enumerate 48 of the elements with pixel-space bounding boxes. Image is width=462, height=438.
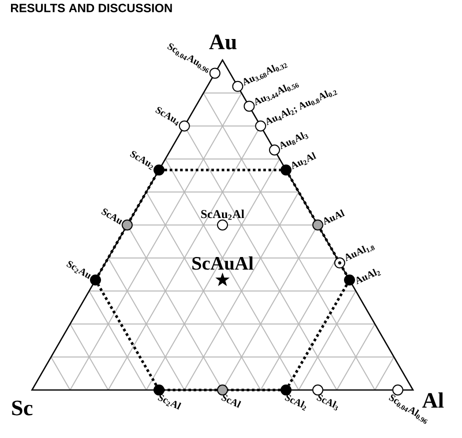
data-point [122,220,133,230]
dotted-line [97,229,126,276]
point-label: Au$_{2}$Al [292,152,316,170]
data-point [154,384,164,396]
point-label: Sc$_{2}$Au [66,260,91,279]
corner-label: Al [422,392,444,408]
data-point [280,384,292,396]
dotted-line [288,174,316,221]
point-label: ScAl$_{2}$ [284,394,306,411]
star-marker [215,272,230,286]
data-point [392,384,404,396]
point-label: Sc$_{0.04}$Au$_{0.96}$ [167,43,210,73]
point-label: Au$_{8}$Al$_{3}$ [280,132,308,150]
corner-label: Au [209,34,236,50]
data-point [217,384,228,396]
point-label: ScAl$_{3}$ [316,394,338,410]
dotted-line [164,388,217,392]
point-label: AuAl [324,209,345,225]
data-point [269,144,280,156]
point-label: ScAl [221,394,242,408]
dotted-line [164,168,280,172]
dotted-line [128,174,158,221]
data-point [344,274,355,286]
data-point [209,68,220,79]
data-point [232,80,244,92]
dotted-line [228,388,280,392]
data-point [178,120,190,132]
point-label: Sc$_{2}$Al [158,394,182,410]
section-heading: RESULTS AND DISCUSSION [11,4,172,12]
dotted-line [341,267,348,276]
dotted-line [319,229,338,259]
point-label: ScAu$_{2}$Al [201,210,244,220]
point-label: ScAuAl [192,256,254,270]
data-point [255,120,266,132]
dotted-line [97,284,158,386]
data-point [280,164,292,176]
data-point [244,100,255,112]
data-point [312,220,324,230]
data-point [217,220,228,230]
data-point [154,164,164,176]
point-label: AuAl$_{2}$ [356,268,382,284]
data-point [90,274,101,286]
data-point [334,257,346,268]
point-label: ScAu [101,208,122,225]
dotted-line [288,284,348,386]
data-point [312,384,324,396]
corner-label: Sc [12,400,32,416]
point-label: AuAl$_{1.8}$ [346,246,375,262]
